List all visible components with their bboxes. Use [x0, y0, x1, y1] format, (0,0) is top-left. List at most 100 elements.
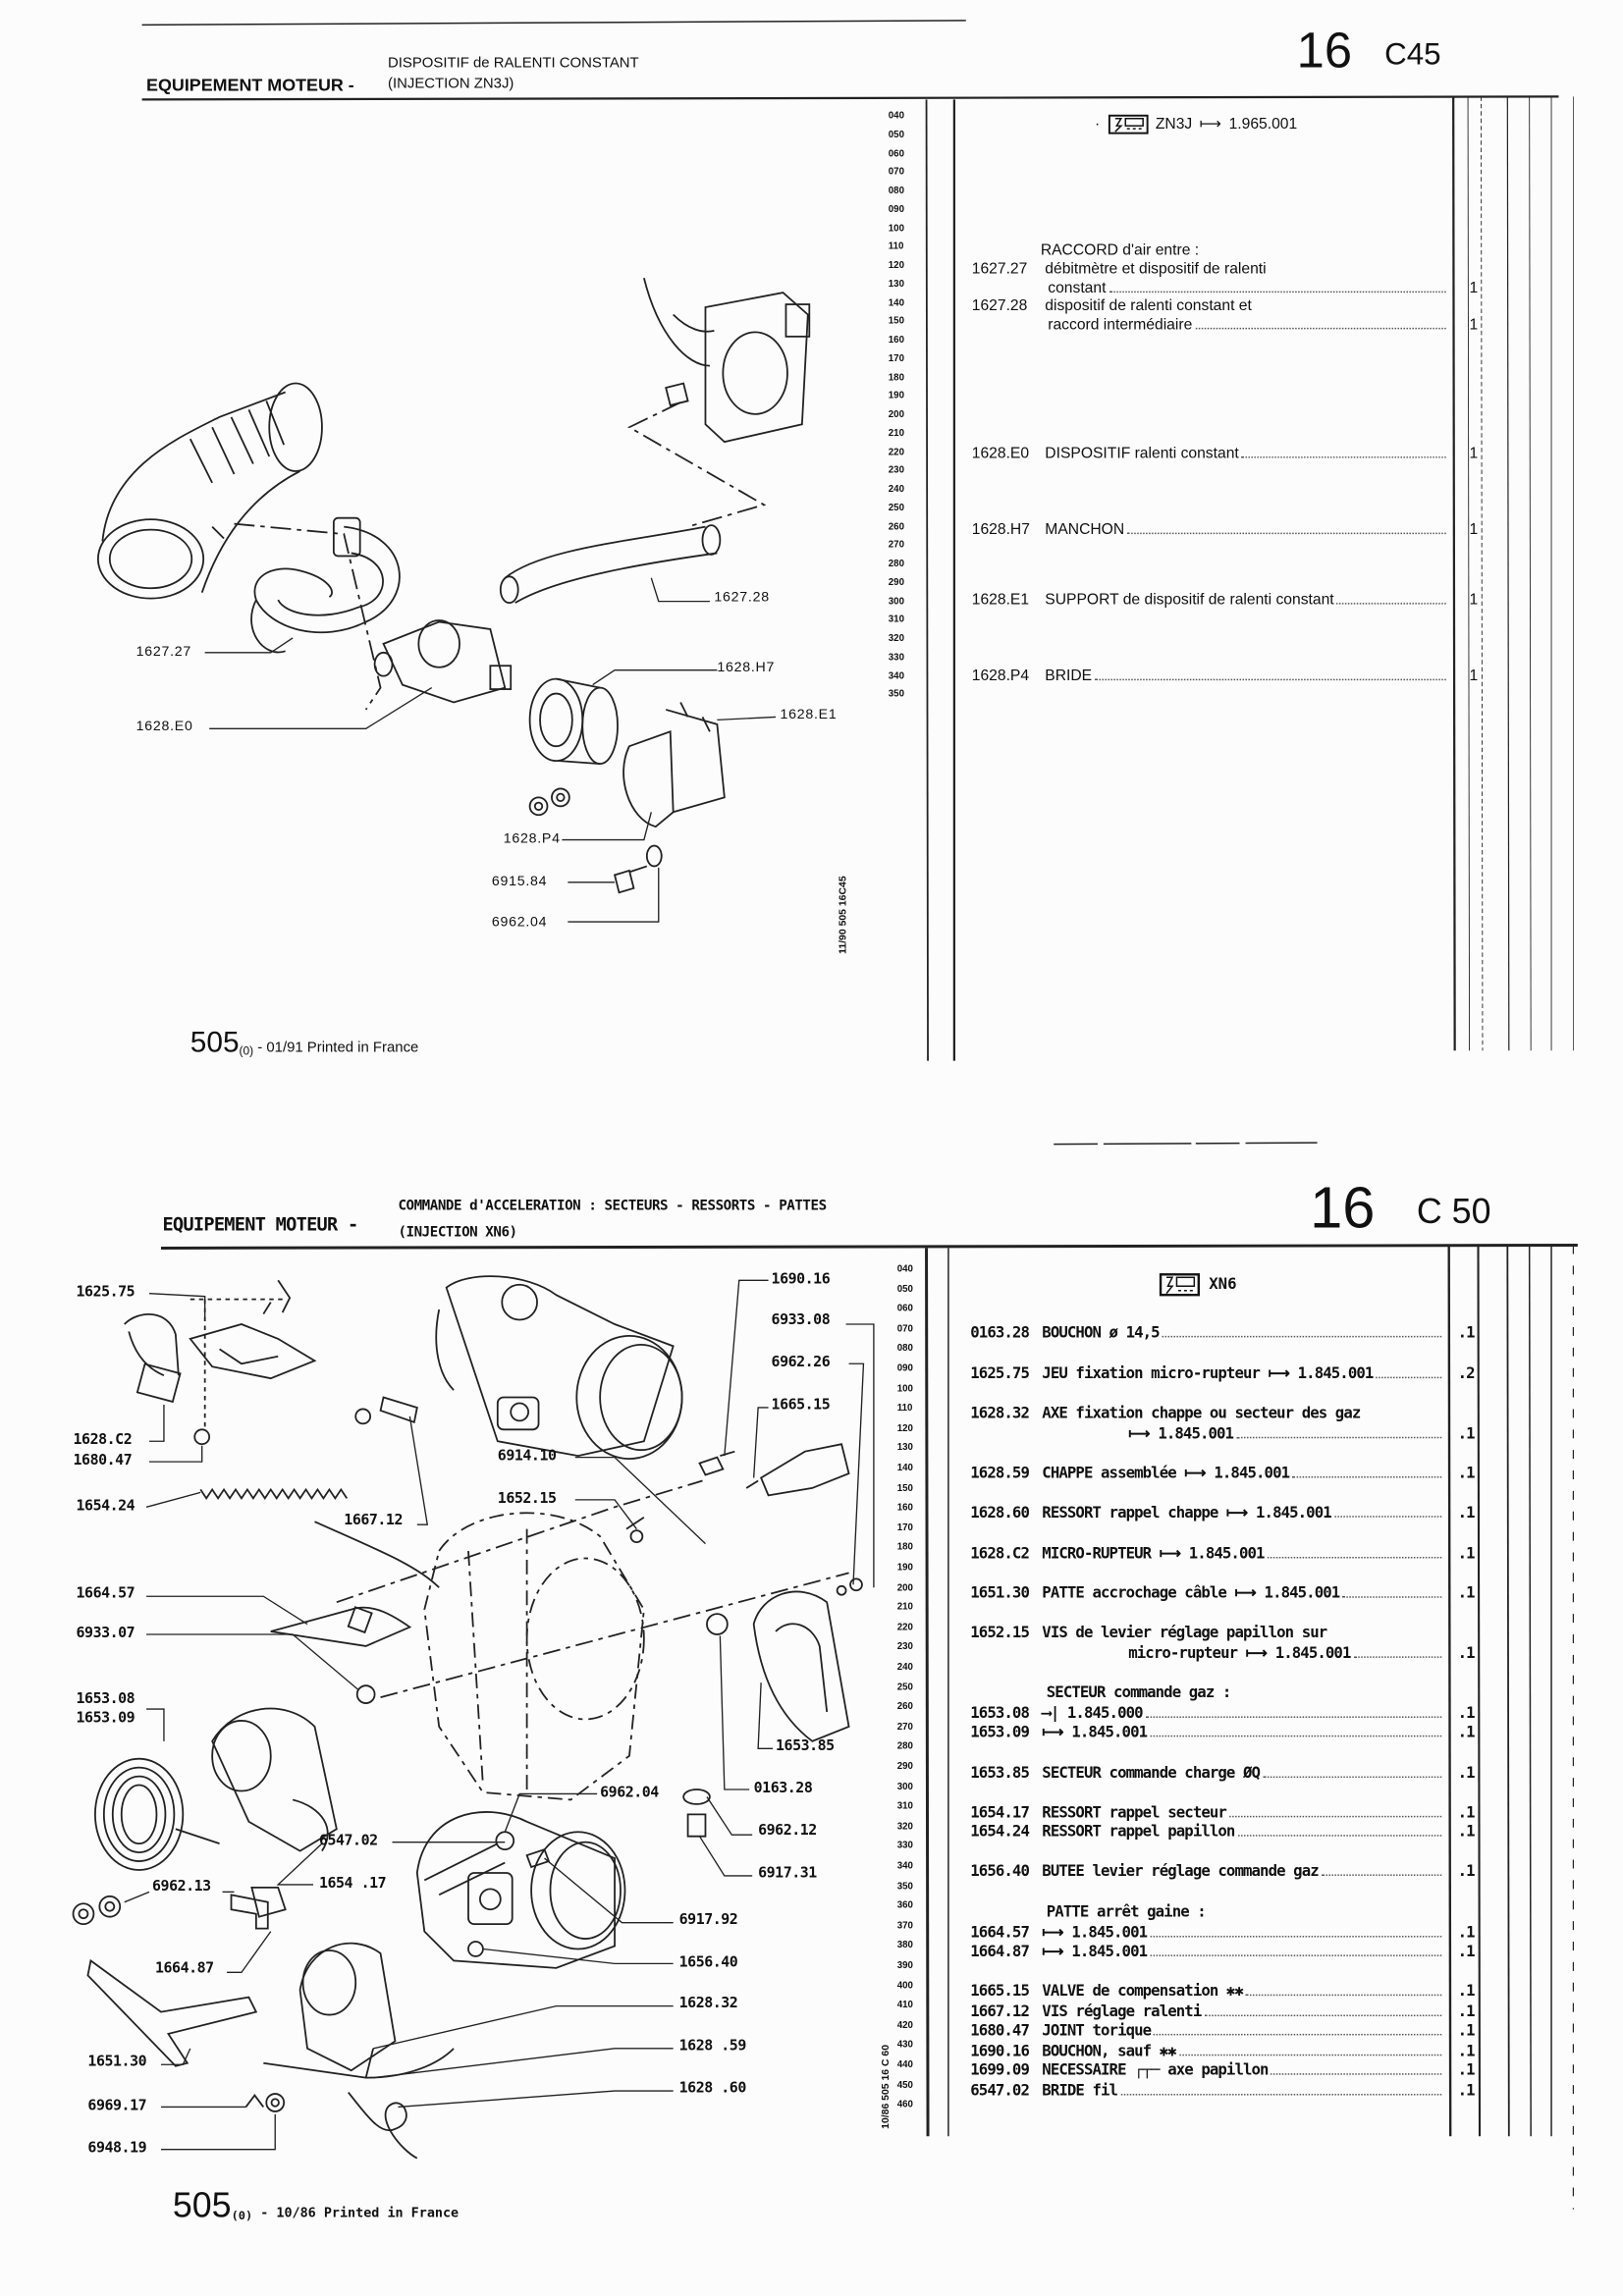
callout-label: 1628.32: [678, 1996, 738, 2012]
callout-label: 1690.16: [771, 1271, 831, 1288]
dot-leader: [1353, 1656, 1442, 1658]
ruler-number: 150: [888, 316, 904, 327]
ruler-number: 320: [888, 633, 904, 644]
part-reference: 1667.12: [970, 2002, 1030, 2021]
callout-label: 1628.C2: [73, 1432, 133, 1449]
ruler-number: 040: [896, 1263, 913, 1275]
ruler-number: 310: [896, 1801, 913, 1812]
part-reference: 1628.E1: [971, 591, 1030, 610]
ruler-number: 200: [896, 1582, 913, 1593]
part-quantity: .1: [1457, 1424, 1476, 1443]
part-description: RESSORT rappel chappe ⟼ 1.845.001: [1042, 1504, 1331, 1522]
part-reference: 1664.87: [970, 1943, 1030, 1961]
dot-leader: [1150, 1954, 1442, 1956]
footer: 505(0) - 10/86 Printed in France: [173, 2186, 459, 2227]
ruler-number: 330: [888, 652, 904, 663]
ruler-number: 080: [888, 186, 904, 196]
ruler-number: 160: [888, 335, 904, 346]
callout-label: 1664.57: [76, 1585, 135, 1603]
ruler-number: 240: [888, 484, 904, 495]
part-quantity: .1: [1457, 1943, 1476, 1961]
ruler-number: 390: [896, 1960, 913, 1971]
ruler-number: 360: [896, 1900, 913, 1912]
callout-label: 1628.E1: [780, 706, 838, 723]
part-quantity: .1: [1457, 2061, 1476, 2080]
part-row: 1664.57 ⟼ 1.845.001.1: [970, 1924, 1475, 1942]
ruler-number: 140: [888, 297, 904, 308]
part-description: ⟼ 1.845.001: [1042, 1943, 1148, 1961]
callout-label: 6933.08: [771, 1312, 831, 1329]
callout-label: 1653.85: [776, 1737, 835, 1755]
ruler-number: 300: [888, 596, 904, 607]
part-quantity: .2: [1457, 1364, 1476, 1383]
callout-label: 6917.92: [678, 1912, 738, 1929]
ruler-number: 290: [896, 1761, 913, 1773]
ruler-number: 090: [896, 1363, 913, 1374]
callout-label: 1628.H7: [717, 660, 776, 676]
part-row: 1653.08 ⟶| 1.845.000.1: [970, 1704, 1475, 1723]
part-row-continuation: micro-rupteur ⟼ 1.845.001.1: [970, 1644, 1475, 1662]
ruler-number: 100: [888, 223, 904, 234]
ruler-number: 230: [896, 1642, 913, 1653]
part-reference: 1651.30: [970, 1584, 1030, 1603]
ruler-number: 190: [888, 391, 904, 401]
ruler-number: 460: [896, 2100, 913, 2110]
part-quantity: .1: [1457, 1504, 1476, 1522]
dot-leader: [1271, 2073, 1442, 2075]
page-subtitle: (INJECTION XN6): [398, 1224, 517, 1242]
ruler-number: 150: [896, 1482, 913, 1494]
part-quantity: .1: [1457, 1723, 1476, 1741]
ruler-number: 160: [896, 1503, 913, 1514]
callout-label: 1628.E0: [135, 718, 193, 735]
callout-label: 1652.15: [497, 1490, 557, 1508]
part-description: VIS de levier réglage papillon sur: [1042, 1624, 1327, 1642]
part-reference: 1653.08: [970, 1704, 1030, 1723]
ruler-number: 070: [888, 167, 904, 178]
ruler-number: 180: [896, 1542, 913, 1554]
footer-variant: (0): [239, 1044, 254, 1058]
ruler-number: 200: [888, 409, 904, 420]
ruler-number: 220: [888, 447, 904, 457]
ruler-number: 270: [888, 540, 904, 551]
callout-label: 6948.19: [87, 2140, 147, 2158]
callout-label: 1653.09: [76, 1710, 135, 1727]
dot-leader: [1150, 1936, 1442, 1938]
part-reference: 1628.32: [970, 1404, 1030, 1422]
heading-text: RACCORD d'air entre :: [1040, 240, 1200, 259]
dot-leader: [1292, 1476, 1442, 1478]
dot-leader: [1245, 1994, 1442, 1997]
ruler-number: 340: [888, 670, 904, 681]
part-quantity: 1: [1469, 667, 1479, 685]
dot-leader: [1228, 1815, 1442, 1818]
engine-code: XN6: [1209, 1275, 1237, 1294]
dot-leader: [1237, 1835, 1442, 1837]
part-description: RESSORT rappel papillon: [1042, 1823, 1235, 1842]
part-reference: 6547.02: [970, 2082, 1030, 2101]
part-description: ⟼ 1.845.001: [1042, 1723, 1148, 1741]
ruler-number: 330: [896, 1841, 913, 1852]
ruler-number: 180: [888, 372, 904, 383]
callout-label: 6962.04: [491, 914, 548, 932]
callout-label: 6914.10: [497, 1448, 557, 1466]
section-title: EQUIPEMENT MOTEUR -: [146, 75, 354, 95]
part-quantity: .1: [1457, 1982, 1476, 2001]
part-reference: 1652.15: [970, 1624, 1030, 1642]
part-description: BRIDE fil: [1042, 2082, 1118, 2101]
engine-applicability: · ZN3J ⟼ 1.965.001: [1095, 114, 1297, 134]
callout-label: 1628 .59: [678, 2038, 747, 2055]
callout-label: 1654 .17: [318, 1875, 387, 1893]
page-number: 16: [1296, 23, 1353, 80]
heading-text: SECTEUR commande gaz :: [1046, 1683, 1232, 1702]
dot-leader: [1267, 1556, 1442, 1559]
engine-applicability: XN6: [1159, 1273, 1237, 1297]
